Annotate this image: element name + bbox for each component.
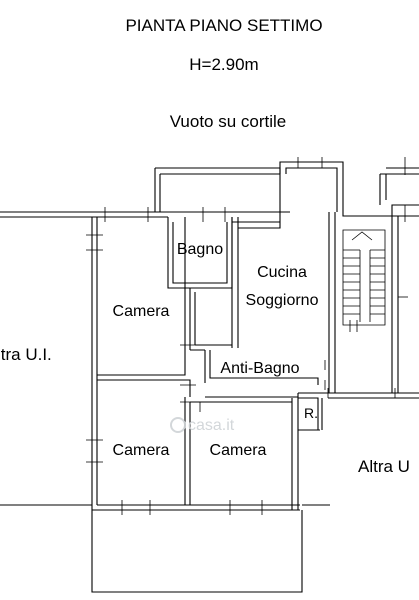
kitchen-label-line1: Cucina: [257, 264, 307, 281]
bedroom-bottom-center-label: Camera: [210, 442, 267, 459]
plan-title: PIANTA PIANO SETTIMO: [125, 16, 322, 35]
watermark: casa.it: [170, 417, 235, 434]
courtyard-label: Vuoto su cortile: [170, 112, 287, 131]
ceiling-height: H=2.90m: [189, 55, 258, 74]
staircase: [342, 229, 408, 332]
bedroom-bottom-left-label: Camera: [113, 442, 170, 459]
bedroom-top-left-label: Camera: [113, 303, 170, 320]
watermark-logo-icon: [170, 417, 186, 433]
window-marks: [86, 157, 406, 515]
antibath-label: Anti-Bagno: [220, 360, 299, 377]
outer-walls: [0, 161, 419, 593]
interior-walls: [97, 174, 323, 505]
watermark-text: casa.it: [188, 417, 235, 434]
bathroom-label: Bagno: [177, 241, 223, 258]
closet-label: R.: [304, 405, 318, 421]
kitchen-label-line2: Soggiorno: [246, 292, 319, 309]
other-unit-left-label: ltra U.I.: [0, 345, 52, 364]
other-unit-right-label: Altra U: [358, 457, 410, 476]
